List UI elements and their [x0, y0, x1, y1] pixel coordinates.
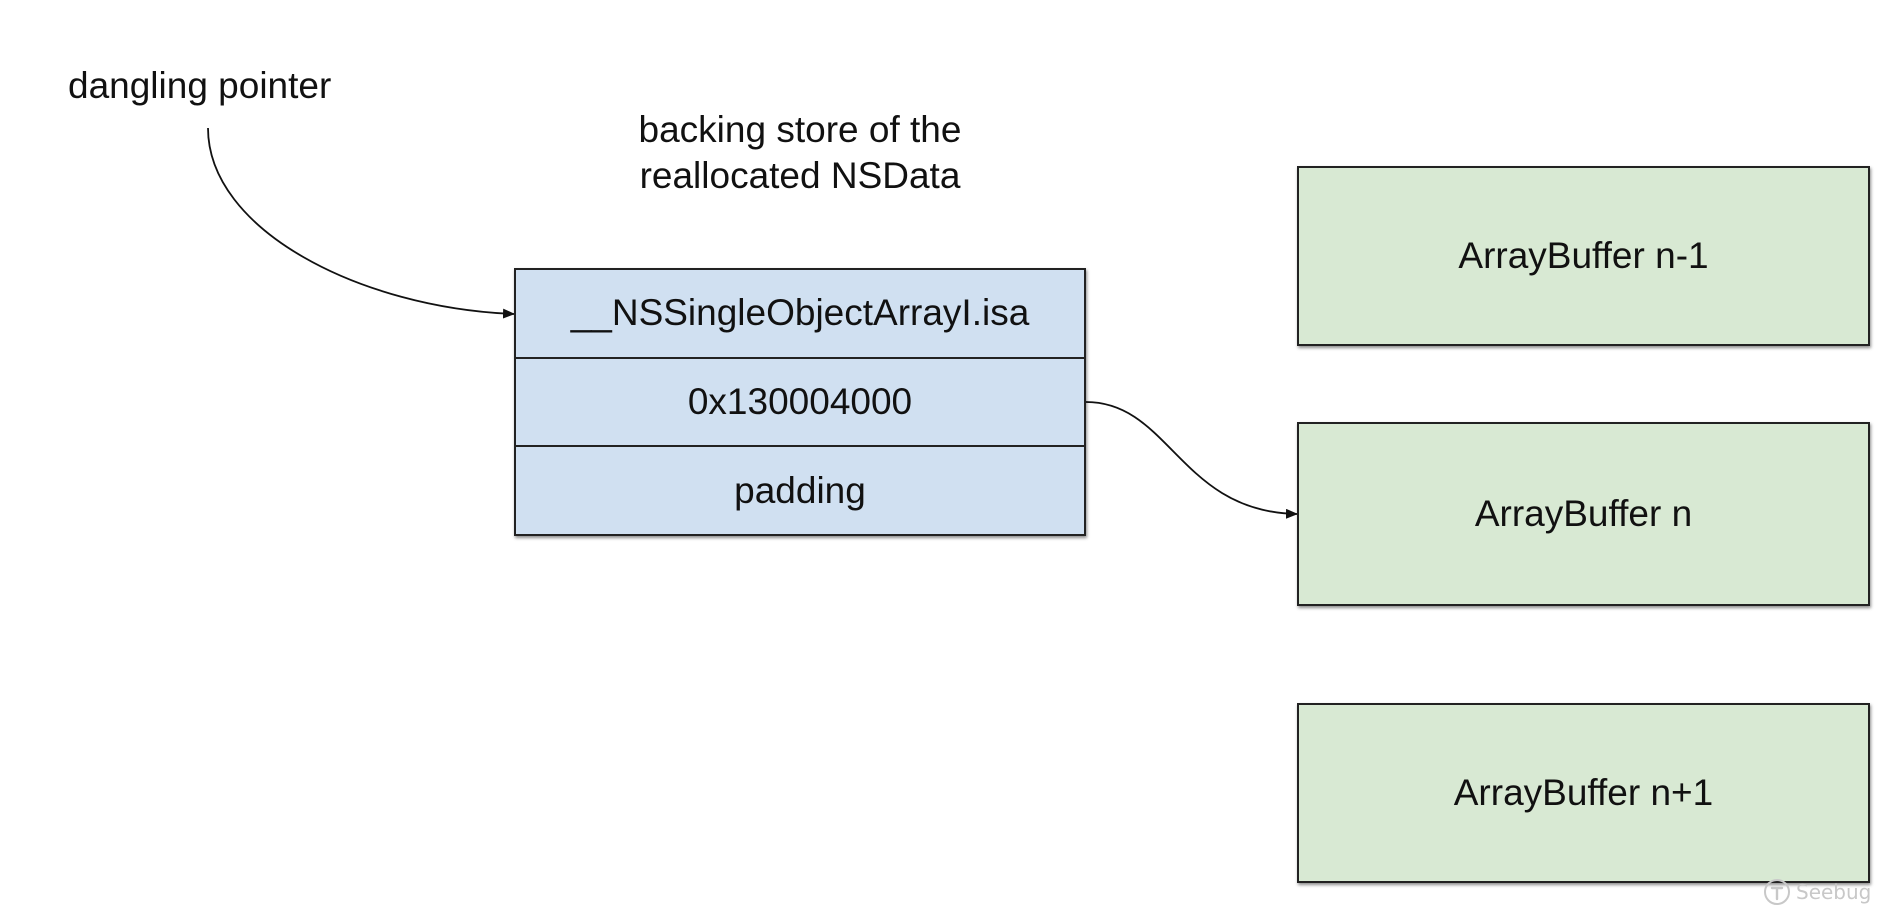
arraybuffer-current: ArrayBuffer n: [1297, 422, 1870, 606]
nsdata-cell-isa: __NSSingleObjectArrayI.isa: [570, 292, 1030, 334]
watermark-text: Seebug: [1796, 880, 1872, 904]
backing-store-label: backing store of the reallocated NSData: [600, 107, 1000, 199]
nsdata-cell-padding: padding: [516, 445, 1084, 534]
seebug-logo-icon: [1764, 879, 1790, 905]
nsdata-cell-pointer: 0x130004000: [516, 356, 1084, 446]
arraybuffer-prev: ArrayBuffer n-1: [1297, 166, 1870, 346]
pointer-to-arraybuffer-arrow: [1085, 401, 1298, 519]
dangling-pointer-label: dangling pointer: [68, 65, 332, 106]
arraybuffer-next: ArrayBuffer n+1: [1297, 703, 1870, 883]
nsdata-backing-store: __NSSingleObjectArrayI.isa 0x130004000 p…: [514, 268, 1086, 536]
backing-store-label-line2: reallocated NSData: [639, 155, 961, 196]
backing-store-label-line1: backing store of the: [638, 109, 962, 150]
seebug-watermark: Seebug: [1762, 877, 1871, 907]
dangling-pointer-arrow: [207, 127, 515, 319]
